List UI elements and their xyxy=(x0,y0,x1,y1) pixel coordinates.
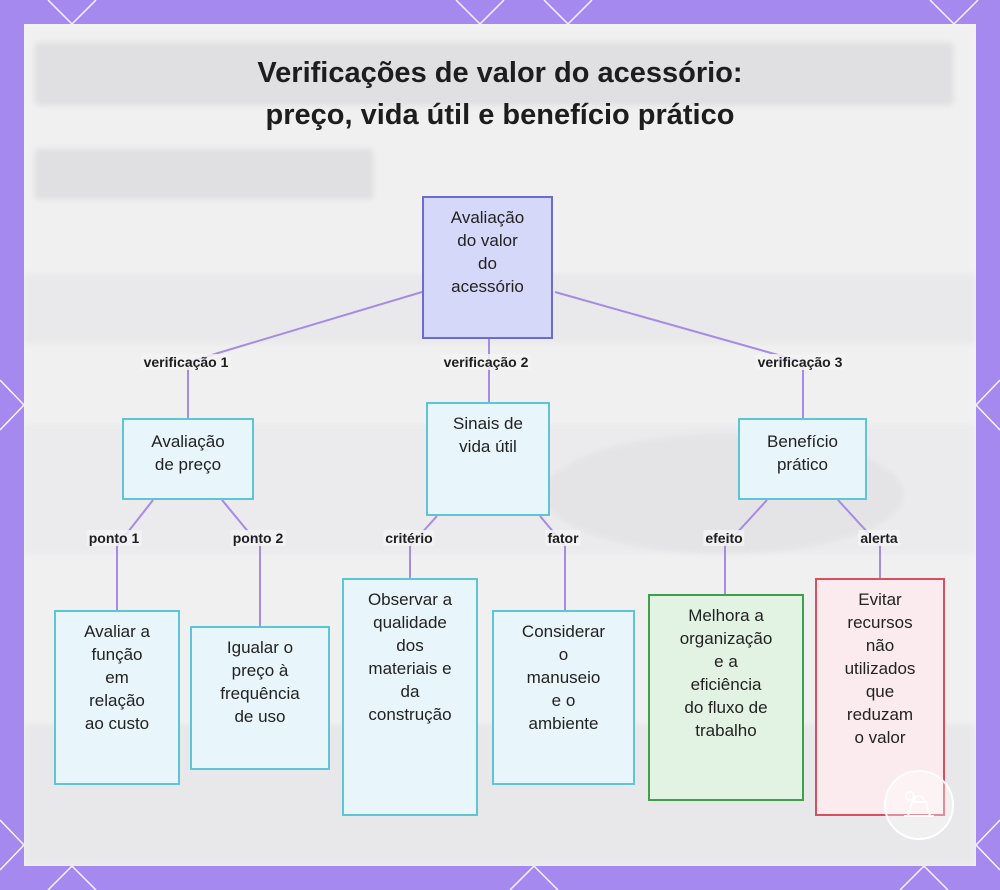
edge-label-factor: fator xyxy=(545,530,580,546)
node-text: da xyxy=(368,680,452,703)
edge-label-point-1: ponto 1 xyxy=(87,530,142,546)
watermark-logo xyxy=(884,770,954,840)
node-text: dos xyxy=(368,634,452,657)
node-text: construção xyxy=(368,703,452,726)
edge-label-check-1: verificação 1 xyxy=(142,354,231,370)
edge-label-effect: efeito xyxy=(703,530,744,546)
node-text: Evitar xyxy=(845,588,916,611)
node-text: de uso xyxy=(220,705,299,728)
node-text: Avaliação xyxy=(151,430,224,453)
node-text: o valor xyxy=(845,726,916,749)
node-text: Observar a xyxy=(368,588,452,611)
node-text: o xyxy=(522,643,605,666)
node-text: em xyxy=(84,666,150,689)
node-text: frequência xyxy=(220,682,299,705)
node-price-assessment: Avaliação de preço xyxy=(122,418,254,500)
edge-label-check-3: verificação 3 xyxy=(756,354,845,370)
edge-label-point-2: ponto 2 xyxy=(231,530,286,546)
node-text: do valor xyxy=(451,229,524,252)
node-text: reduzam xyxy=(845,703,916,726)
node-text: que xyxy=(845,680,916,703)
node-text: eficiência xyxy=(680,673,773,696)
edge-label-alert: alerta xyxy=(858,530,899,546)
node-text: utilizados xyxy=(845,657,916,680)
node-text: e o xyxy=(522,689,605,712)
node-text: Avaliação xyxy=(451,206,524,229)
node-handling-environment: Considerar o manuseio e o ambiente xyxy=(492,610,635,785)
node-text: manuseio xyxy=(522,666,605,689)
node-text: Benefício xyxy=(767,430,838,453)
node-price-to-usage: Igualar o preço à frequência de uso xyxy=(190,626,330,770)
node-text: qualidade xyxy=(368,611,452,634)
node-text: ao custo xyxy=(84,712,150,735)
node-text: ambiente xyxy=(522,712,605,735)
node-practical-benefit: Benefício prático xyxy=(738,418,867,500)
node-text: Avaliar a xyxy=(84,620,150,643)
node-text: não xyxy=(845,634,916,657)
node-text: do fluxo de xyxy=(680,696,773,719)
node-accessory-value-assessment: Avaliação do valor do acessório xyxy=(422,196,553,339)
node-material-quality: Observar a qualidade dos materiais e da … xyxy=(342,578,478,816)
node-text: preço à xyxy=(220,659,299,682)
node-organization-efficiency: Melhora a organização e a eficiência do … xyxy=(648,594,804,801)
node-text: Igualar o xyxy=(220,636,299,659)
node-text: e a xyxy=(680,650,773,673)
node-text: trabalho xyxy=(680,719,773,742)
node-text: materiais e xyxy=(368,657,452,680)
node-text: organização xyxy=(680,627,773,650)
logo-icon xyxy=(886,772,952,838)
node-useful-life-signs: Sinais de vida útil xyxy=(426,402,550,516)
node-text: Considerar xyxy=(522,620,605,643)
node-text: prático xyxy=(767,453,838,476)
node-function-vs-cost: Avaliar a função em relação ao custo xyxy=(54,610,180,785)
node-text: Melhora a xyxy=(680,604,773,627)
node-text: acessório xyxy=(451,275,524,298)
edge-label-check-2: verificação 2 xyxy=(442,354,531,370)
node-text: do xyxy=(451,252,524,275)
node-text: relação xyxy=(84,689,150,712)
node-text: vida útil xyxy=(453,435,523,458)
node-text: de preço xyxy=(151,453,224,476)
node-text: recursos xyxy=(845,611,916,634)
edge-label-criterion: critério xyxy=(383,530,434,546)
node-text: função xyxy=(84,643,150,666)
node-text: Sinais de xyxy=(453,412,523,435)
